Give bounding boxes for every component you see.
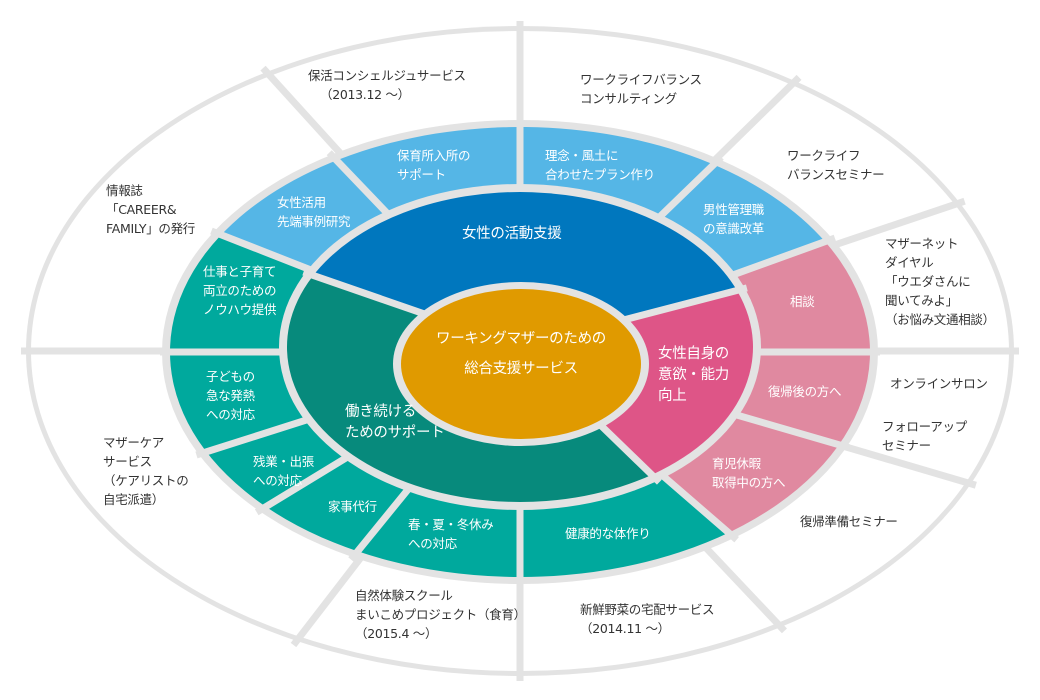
middle-overtime: 残業・出張への対応 [253, 454, 315, 488]
middle-health: 健康的な体作り [565, 526, 651, 541]
middle-philosophy-plan: 理念・風土に合わせたプラン作り [545, 148, 655, 182]
outer-nature-school: 自然体験スクールまいこめプロジェクト（食育）（2015.4 ～） [355, 588, 526, 641]
middle-parental-leave: 育児休暇取得中の方へ [712, 456, 786, 490]
middle-holidays: 春・夏・冬休みへの対応 [408, 517, 494, 551]
middle-housework: 家事代行 [328, 499, 377, 514]
inner-women-activity: 女性の活動支援 [462, 226, 562, 242]
middle-consult: 相談 [790, 294, 815, 309]
middle-male-managers: 男性管理職の意識改革 [703, 202, 765, 236]
core-ellipse [401, 289, 641, 439]
outer-online-salon: オンラインサロン [890, 376, 988, 391]
outer-wlb-consulting: ワークライフバランスコンサルティング [580, 72, 702, 106]
inner-keep-working: 働き続けるためのサポート [345, 404, 445, 441]
outer-wlb-seminar: ワークライフバランスセミナー [787, 148, 885, 182]
outer-magazine: 情報誌「CAREER&FAMILY」の発行 [106, 183, 196, 236]
middle-case-study: 女性活用先端事例研究 [277, 195, 351, 229]
outer-vegetable-delivery: 新鮮野菜の宅配サービス（2014.11 ～） [580, 602, 715, 636]
inner-self-motivation: 女性自身の意欲・能力向上 [658, 346, 729, 404]
outer-hokatsu: 保活コンシェルジュサービス（2013.12 ～） [308, 68, 466, 102]
middle-returnees: 復帰後の方へ [768, 384, 842, 399]
middle-nursery-support: 保育所入所のサポート [397, 148, 471, 182]
outer-mother-care: マザーケアサービス（ケアリストの自宅派遣） [103, 435, 189, 507]
core-title: ワーキングマザーのための総合支援サービス [436, 331, 606, 377]
outer-mother-net: マザーネットダイヤル「ウエダさんに聞いてみよ」（お悩み文通相談） [885, 236, 995, 327]
middle-child-fever: 子どもの急な発熱への対応 [206, 369, 255, 422]
middle-knowhow: 仕事と子育て両立のためのノウハウ提供 [203, 264, 277, 317]
outer-followup-seminar: フォローアップセミナー [882, 419, 967, 453]
outer-return-prep-seminar: 復帰準備セミナー [800, 514, 898, 529]
